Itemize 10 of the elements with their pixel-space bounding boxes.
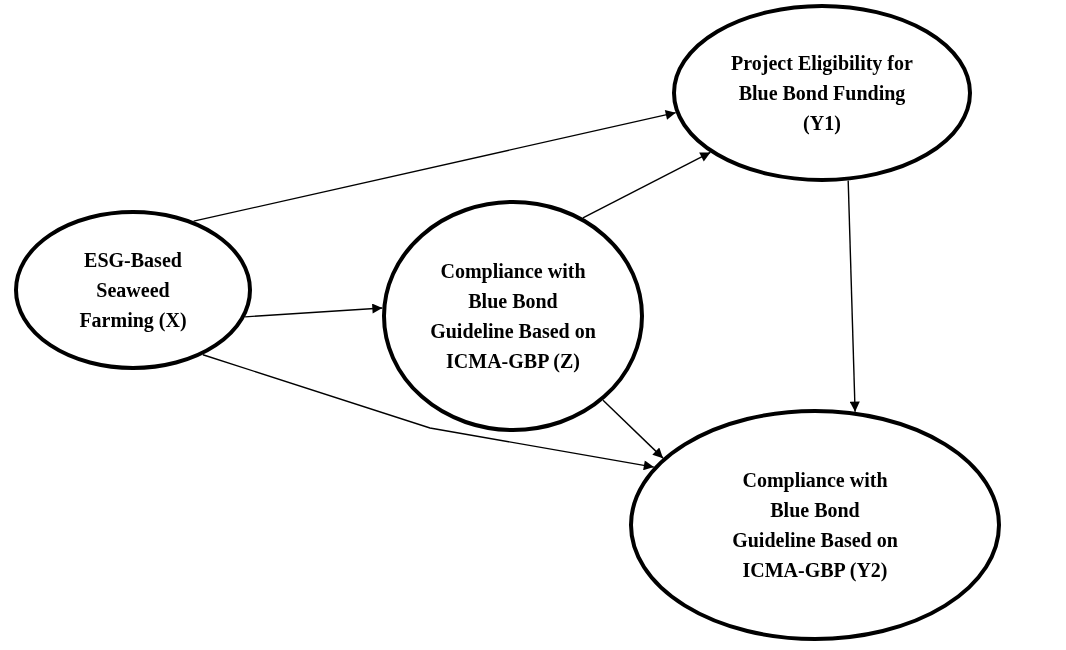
arrow [244, 303, 383, 318]
arrow [582, 151, 712, 219]
node-label: Compliance with Blue Bond Guideline Based on ICMA-GBP (Z) [429, 259, 597, 375]
node-label: Compliance with Blue Bond Guideline Based on ICMA-GBP (Y2) [731, 468, 899, 584]
node-label: ESG-Based Seaweed Farming (X) [78, 248, 188, 334]
arrow [202, 354, 655, 471]
node-label: Project Eligibility for Blue Bond Funding (Y1) [730, 51, 914, 137]
arrow [193, 109, 677, 222]
arrow [847, 179, 860, 413]
arrow [602, 399, 664, 459]
